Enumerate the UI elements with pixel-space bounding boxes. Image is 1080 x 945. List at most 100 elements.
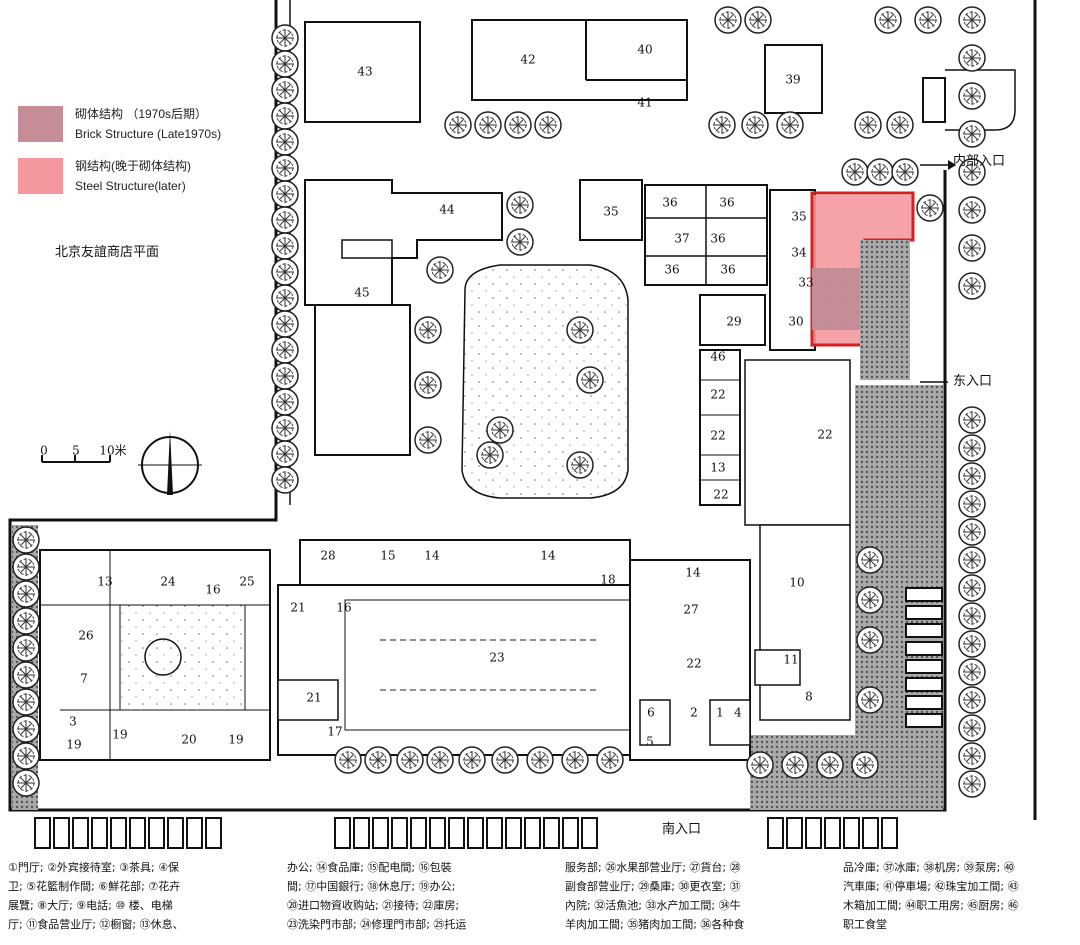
- tree-icon: [958, 658, 986, 686]
- parking-bay: [34, 817, 51, 849]
- room-number: 30: [788, 315, 803, 329]
- parking-bay: [391, 817, 408, 849]
- room-number: 24: [160, 575, 176, 589]
- tree-icon: [491, 746, 519, 774]
- parking-bay: [805, 817, 822, 849]
- tree-icon: [958, 686, 986, 714]
- room-number: 29: [726, 315, 741, 329]
- tree-icon: [958, 44, 986, 72]
- tree-icon: [486, 416, 514, 444]
- parking-bay: [429, 817, 446, 849]
- tree-icon: [271, 232, 299, 260]
- tree-icon: [958, 518, 986, 546]
- room-number: 42: [520, 53, 535, 67]
- tree-icon: [271, 24, 299, 52]
- legend-label-cn: 钢结构(晚于砌体结构): [75, 159, 191, 173]
- tree-icon: [958, 602, 986, 630]
- legend-label-cn: 砌体结构 （1970s后期）: [75, 107, 208, 121]
- tree-icon: [271, 258, 299, 286]
- parking-bay: [334, 817, 351, 849]
- parking-bay: [767, 817, 784, 849]
- tree-icon: [874, 6, 902, 34]
- room-number: 3: [69, 715, 77, 729]
- tree-icon: [271, 466, 299, 494]
- parking-bay: [167, 817, 184, 849]
- tree-icon: [776, 111, 804, 139]
- parking-bay: [543, 817, 560, 849]
- parking-bay: [72, 817, 89, 849]
- tree-icon: [914, 6, 942, 34]
- tree-icon: [271, 128, 299, 156]
- parking-bay: [486, 817, 503, 849]
- tree-icon: [958, 770, 986, 798]
- main-store: [277, 539, 751, 761]
- building-43: [304, 21, 421, 123]
- tree-icon: [426, 746, 454, 774]
- tree-icon: [271, 440, 299, 468]
- tree-icon: [12, 580, 40, 608]
- tree-icon: [271, 206, 299, 234]
- room-number: 36: [710, 232, 725, 246]
- room-number: 44: [439, 203, 455, 217]
- room-number: 18: [600, 573, 615, 587]
- tree-icon: [958, 6, 986, 34]
- tree-icon: [866, 158, 894, 186]
- parking-bay: [562, 817, 579, 849]
- room-number: 16: [336, 601, 351, 615]
- tree-icon: [12, 634, 40, 662]
- tree-icon: [271, 362, 299, 390]
- tree-icon: [271, 154, 299, 182]
- parking-bay: [862, 817, 879, 849]
- tree-icon: [561, 746, 589, 774]
- parking-bay: [524, 817, 541, 849]
- parking-bay: [881, 817, 898, 849]
- room-number: 22: [817, 428, 832, 442]
- parking-bay: [186, 817, 203, 849]
- room-number: 28: [320, 549, 335, 563]
- east-wing: [699, 349, 851, 721]
- tree-icon: [426, 256, 454, 284]
- parking-bay: [905, 641, 943, 656]
- legend-swatch-steel: [18, 158, 63, 194]
- room-number: 25: [239, 575, 254, 589]
- tree-icon: [12, 769, 40, 797]
- tree-icon: [856, 586, 884, 614]
- room-number: 13: [97, 575, 112, 589]
- room-number: 14: [685, 566, 701, 580]
- south-entrance-label: 南入口: [662, 821, 701, 837]
- room-number: 36: [662, 196, 677, 210]
- tree-icon: [708, 111, 736, 139]
- tree-icon: [714, 6, 742, 34]
- tree-icon: [958, 406, 986, 434]
- tree-icon: [414, 316, 442, 344]
- tree-icon: [958, 574, 986, 602]
- parking-bay: [505, 817, 522, 849]
- parking-bay: [905, 605, 943, 620]
- parking-bay: [905, 695, 943, 710]
- room-number: 26: [78, 629, 93, 643]
- room-number: 6: [647, 706, 655, 720]
- room-number: 33: [798, 276, 813, 290]
- parking-bay: [110, 817, 127, 849]
- room-number: 40: [637, 43, 652, 57]
- room-number: 4: [734, 706, 742, 720]
- tree-icon: [854, 111, 882, 139]
- room-number: 22: [710, 388, 725, 402]
- west-wing: [39, 549, 271, 761]
- tree-icon: [744, 6, 772, 34]
- tree-icon: [856, 626, 884, 654]
- parking-bay: [581, 817, 598, 849]
- room-number: 41: [637, 96, 652, 110]
- room-number: 36: [720, 263, 735, 277]
- parking-bay: [372, 817, 389, 849]
- parking-bay: [129, 817, 146, 849]
- tree-icon: [526, 746, 554, 774]
- tree-icon: [741, 111, 769, 139]
- tree-icon: [958, 630, 986, 658]
- tree-icon: [856, 686, 884, 714]
- tree-icon: [958, 234, 986, 262]
- parking-bay: [786, 817, 803, 849]
- east-parking-bays: [905, 587, 943, 728]
- tree-icon: [271, 414, 299, 442]
